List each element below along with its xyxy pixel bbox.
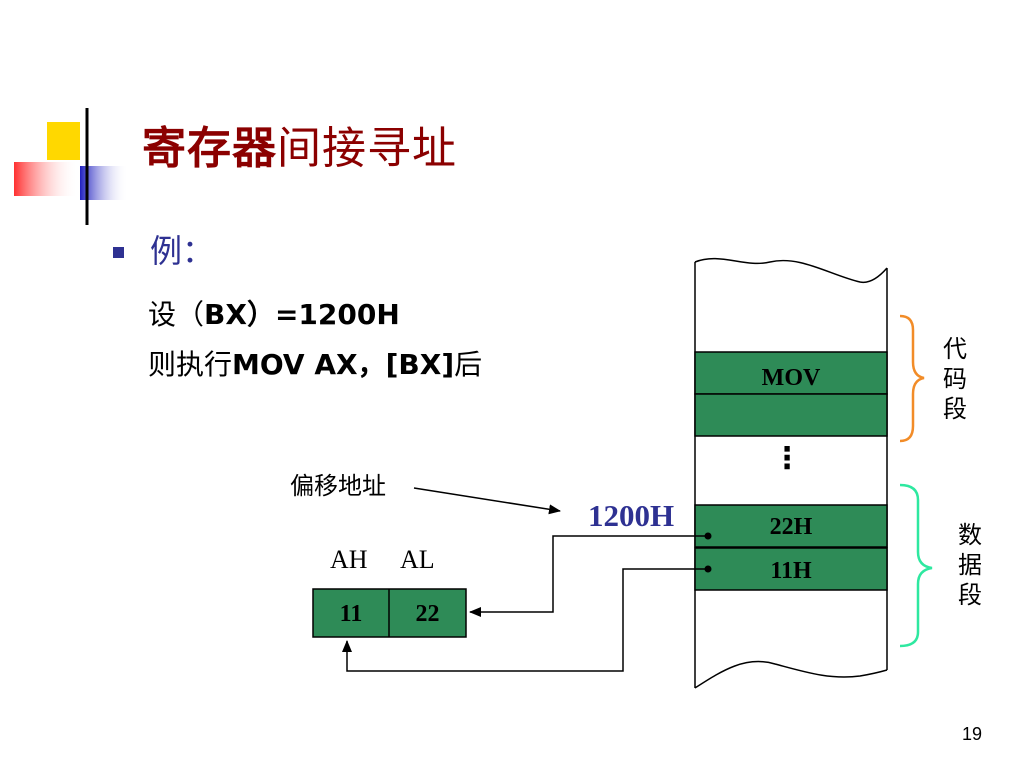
register-al-value: 22 xyxy=(415,601,440,627)
code-seg-char-3: 段 xyxy=(943,395,967,423)
code-seg-char-1: 代 xyxy=(943,335,967,363)
code-segment-label: 代 码 段 xyxy=(940,334,970,424)
data-seg-char-3: 段 xyxy=(958,581,982,609)
page-number: 19 xyxy=(962,724,983,744)
line2-prefix: 则执行 xyxy=(148,348,233,381)
slide-title: 寄存器间接寻址 xyxy=(142,112,457,176)
memory-cell-mov xyxy=(694,351,888,395)
bullet-square-icon xyxy=(113,247,124,258)
register-ax-box xyxy=(312,588,467,638)
memory-ellipsis: ⋮ xyxy=(772,441,802,476)
line1-prefix: 设（ xyxy=(148,298,205,331)
register-ah-value: 11 xyxy=(339,601,363,627)
line1-value: ）=1200H xyxy=(246,298,400,331)
data-seg-char-1: 数 xyxy=(958,521,982,549)
code-segment-brace xyxy=(899,314,925,443)
memory-cell-22h-label: 22H xyxy=(769,514,813,540)
path-22h-to-al xyxy=(469,532,712,617)
offset-address-label: 偏移地址 xyxy=(290,472,386,500)
register-al-label: AL xyxy=(400,545,435,574)
body-line-1: 设（BX）=1200H xyxy=(148,293,400,333)
data-seg-char-2: 据 xyxy=(958,551,982,579)
line1-register: BX xyxy=(204,298,247,331)
memory-cell-operand xyxy=(694,393,888,437)
path-11h-to-ah xyxy=(342,565,712,672)
memory-column xyxy=(694,257,888,689)
code-seg-char-2: 码 xyxy=(943,365,967,393)
offset-arrow xyxy=(413,487,561,515)
data-segment-label: 数 据 段 xyxy=(955,520,985,610)
register-ah-label: AH xyxy=(330,545,368,574)
memory-cell-mov-label: MOV xyxy=(761,365,821,391)
memory-cells xyxy=(694,351,888,591)
line2-suffix: 后 xyxy=(454,348,483,381)
memory-cell-1201h xyxy=(694,547,888,591)
line2-instruction: MOV AX，[BX] xyxy=(232,348,455,381)
title-part-2: 间接寻址 xyxy=(277,123,457,174)
address-1200h-label: 1200H xyxy=(588,498,675,533)
title-decoration xyxy=(14,108,960,225)
data-segment-brace xyxy=(899,483,933,648)
title-part-1: 寄存器 xyxy=(142,123,277,174)
body-line-2: 则执行MOV AX，[BX]后 xyxy=(148,343,482,383)
bullet-example-label: 例： xyxy=(150,232,215,270)
memory-cell-11h-label: 11H xyxy=(770,558,812,584)
memory-cell-1200h xyxy=(694,504,888,548)
